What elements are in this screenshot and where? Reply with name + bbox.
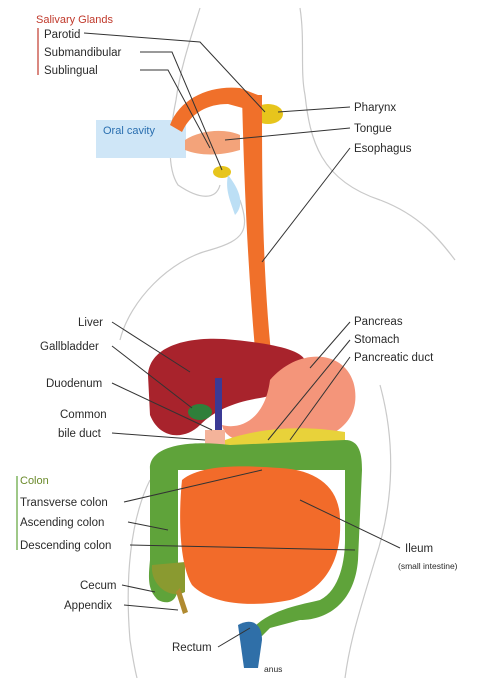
submandibular-label: Submandibular (44, 47, 122, 59)
cecum-label: Cecum (80, 580, 116, 592)
colon-heading: Colon (20, 475, 49, 487)
pancreatic-duct-label: Pancreatic duct (354, 352, 434, 364)
ileum-note-label: (small intestine) (398, 561, 458, 571)
gallbladder-label: Gallbladder (40, 341, 99, 353)
transverse-colon-label: Transverse colon (20, 497, 108, 509)
common-bile-duct-label-1: Common (60, 409, 107, 421)
pancreas-label: Pancreas (354, 316, 403, 328)
esophagus-label: Esophagus (354, 143, 412, 155)
throat-highlight (227, 175, 240, 215)
rectum-shape (238, 622, 262, 668)
small-intestine-shape (180, 466, 340, 603)
ileum-label: Ileum (405, 543, 433, 555)
sublingual-label: Sublingual (44, 65, 98, 77)
rectum-label: Rectum (172, 642, 212, 654)
duodenum-label: Duodenum (46, 378, 102, 390)
anus-label: anus (264, 664, 282, 674)
oral-cavity-label: Oral cavity (103, 125, 155, 137)
parotid-label: Parotid (44, 29, 80, 41)
common-bile-duct-label-2: bile duct (58, 428, 102, 440)
tongue-shape (185, 131, 240, 155)
descending-colon-label: Descending colon (20, 540, 111, 552)
tongue-label: Tongue (354, 123, 392, 135)
pharynx-label: Pharynx (354, 102, 396, 114)
appendix-label: Appendix (64, 600, 112, 612)
ascending-colon-label: Ascending colon (20, 517, 104, 529)
liver-label: Liver (78, 317, 103, 329)
salivary-glands-heading: Salivary Glands (36, 14, 114, 26)
stomach-label: Stomach (354, 334, 399, 346)
bile-duct-shape (215, 378, 222, 430)
gallbladder-shape (188, 404, 212, 420)
